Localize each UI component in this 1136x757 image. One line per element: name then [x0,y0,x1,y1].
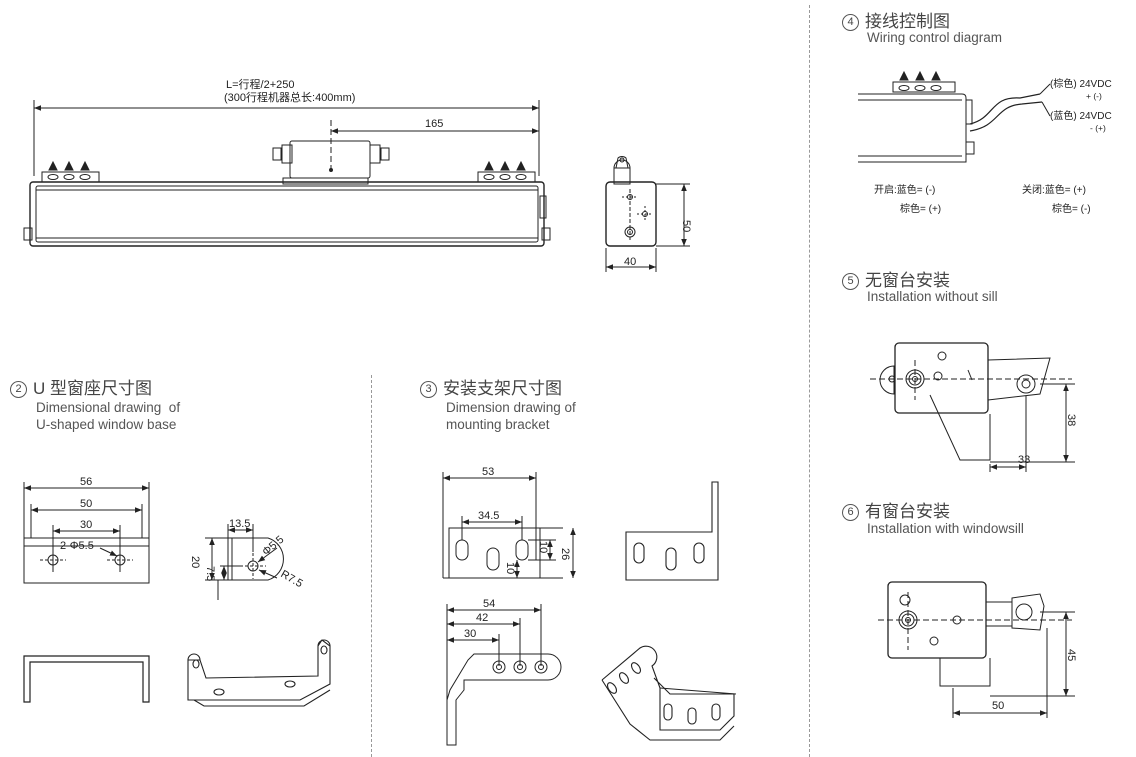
install-with-sill-drawing [878,581,1075,718]
length-note-label: (300行程机器总长:400mm) [224,90,355,104]
blue-wire-label: (蓝色) 24VDC [1050,109,1112,122]
u-base-profile-view [23,655,150,703]
dim-50-sill-label: 50 [992,700,1004,712]
actuator-side-view [605,156,690,272]
bracket-isometric-view [601,645,737,741]
u-dim-7-5-label: 7.5 [204,566,216,581]
blue-wire-polarity: - (+) [1090,123,1106,133]
close-blue-label: 关闭:蓝色= (+) [1022,183,1086,196]
wiring-diagram [858,70,1051,163]
u-hole-label: 2-Φ5.5 [60,540,94,552]
section-number-4: 4 [842,14,859,31]
u-base-isometric-view [187,639,331,707]
u-dim-56-label: 56 [80,476,92,488]
open-brown-label: 棕色= (+) [900,202,941,215]
section-number-6: 6 [842,504,859,521]
u-dim-30-label: 30 [80,519,92,531]
bracket-dim-53-label: 53 [482,466,494,478]
u-dim-phi-label: Φ5.5 [260,534,286,559]
bracket-dim-30-label: 30 [464,628,476,640]
brown-wire-label: (棕色) 24VDC [1050,77,1112,90]
section-number-5: 5 [842,273,859,290]
u-dim-13-5-label: 13.5 [229,518,250,530]
u-base-side-view [205,524,284,600]
install-no-sill-drawing [870,342,1075,472]
no-sill-subtitle: Installation without sill [867,289,998,304]
section-number-2: 2 [10,381,27,398]
brown-wire-polarity: + (-) [1086,91,1102,101]
u-base-front-view [23,482,150,584]
u-dim-r7-5-label: R7.5 [279,568,305,590]
bracket-dim-34-5-label: 34.5 [478,510,499,522]
u-base-subtitle: Dimensional drawing of U-shaped window b… [36,400,181,432]
bracket-bent-view [446,604,562,746]
dim-50-label: 50 [680,220,692,232]
bracket-front-view [442,472,576,579]
bracket-subtitle: Dimension drawing of mounting bracket [446,400,576,432]
bracket-dim-26-label: 26 [559,548,571,560]
dim-45-label: 45 [1065,649,1077,661]
separator-middle [371,375,372,757]
close-brown-label: 棕色= (-) [1052,202,1091,215]
open-blue-label: 开启:蓝色= (-) [874,183,935,196]
bracket-side-view [625,481,719,581]
u-dim-50-label: 50 [80,498,92,510]
u-dim-20-label: 20 [189,556,201,568]
length-formula-label: L=行程/2+250 [226,78,295,91]
dim-38-label: 38 [1065,414,1077,426]
with-sill-subtitle: Installation with windowsill [867,521,1024,536]
bracket-dim-54-label: 54 [483,598,495,610]
actuator-front-view [23,100,551,247]
section-number-3: 3 [420,381,437,398]
dim-33-label: 33 [1018,454,1030,466]
separator-right [809,5,810,757]
dim-40-label: 40 [624,256,636,268]
bracket-dim-10a-label: 10 [537,541,549,553]
dim-165-label: 165 [425,118,443,130]
bracket-dim-42-label: 42 [476,612,488,624]
wiring-subtitle: Wiring control diagram [867,30,1003,45]
bracket-dim-10b-label: 10 [504,562,516,574]
